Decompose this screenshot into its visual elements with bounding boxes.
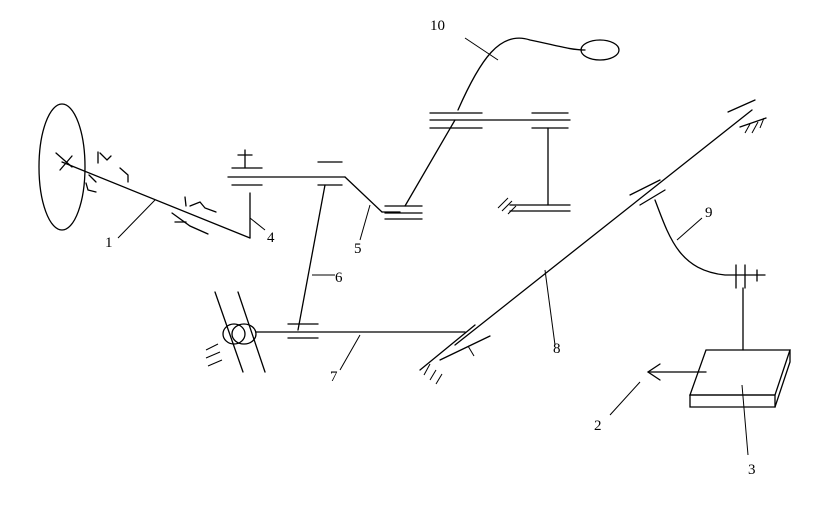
label-1: 1 <box>105 235 113 251</box>
label-7: 7 <box>330 369 338 385</box>
pitman-arm-assembly <box>227 149 401 239</box>
drag-link-6 <box>297 184 326 331</box>
label-5: 5 <box>354 241 362 257</box>
gear-5 <box>384 205 423 220</box>
shaft-8 <box>419 99 767 385</box>
lower-pivot <box>205 291 266 373</box>
label-2: 2 <box>594 418 602 434</box>
label-8: 8 <box>553 341 561 357</box>
label-3: 3 <box>748 462 756 478</box>
cable-9 <box>654 199 766 351</box>
box-3 <box>689 349 791 408</box>
labels: 1 2 3 4 5 6 7 8 9 10 <box>105 18 756 478</box>
leader-lines <box>117 37 749 456</box>
label-9: 9 <box>705 205 713 221</box>
steering-wheel <box>38 103 86 231</box>
steering-column-shaft <box>61 151 251 239</box>
label-10: 10 <box>430 18 445 34</box>
arrow-2 <box>646 363 707 381</box>
label-6: 6 <box>335 270 343 286</box>
label-4: 4 <box>267 230 275 246</box>
upper-shaft-assembly <box>404 112 571 215</box>
rod-7 <box>255 323 466 339</box>
cable-10 <box>457 37 620 111</box>
